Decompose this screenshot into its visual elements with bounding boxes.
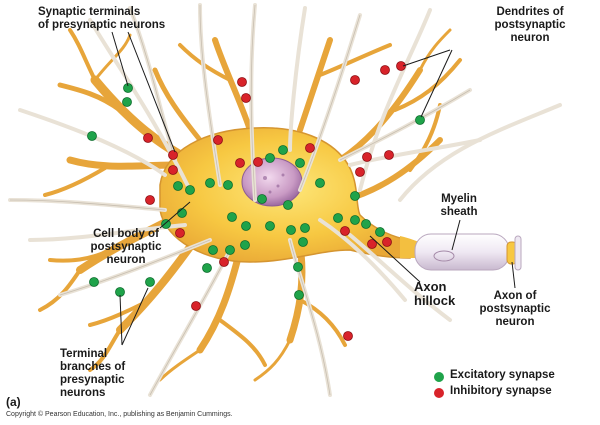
label-terminal-branches: Terminal branches of presynaptic neurons bbox=[60, 348, 125, 400]
label-line: postsynaptic bbox=[479, 303, 551, 315]
label-line: neurons bbox=[60, 387, 106, 399]
legend-excitatory-label: Excitatory synapse bbox=[450, 369, 555, 381]
inhibitory-synapses bbox=[143, 61, 406, 341]
label-line: of presynaptic neurons bbox=[38, 19, 166, 31]
panel-label: (a) bbox=[6, 395, 21, 409]
leader-lines bbox=[111, 31, 516, 346]
label-line: Myelin bbox=[441, 193, 477, 205]
label-axon-hillock: Axon hillock bbox=[414, 280, 455, 308]
label-axon: Axon of postsynaptic neuron bbox=[470, 290, 560, 329]
copyright-notice: Copyright © Pearson Education, Inc., pub… bbox=[6, 411, 233, 418]
label-synaptic-terminals: Synaptic terminals of presynaptic neuron… bbox=[38, 6, 165, 32]
myelin-sheath bbox=[414, 233, 510, 271]
label-line: sheath bbox=[440, 206, 478, 218]
label-line: neuron bbox=[495, 316, 535, 328]
label-line: postsynaptic bbox=[90, 241, 162, 253]
label-line: neuron bbox=[106, 254, 146, 266]
label-dendrites: Dendrites of postsynaptic neuron bbox=[480, 6, 580, 45]
nucleus bbox=[241, 157, 303, 207]
label-line: Synaptic terminals bbox=[38, 6, 141, 18]
label-line: hillock bbox=[414, 293, 456, 308]
dendrites bbox=[38, 28, 462, 382]
label-line: postsynaptic bbox=[494, 19, 566, 31]
label-line: Dendrites of bbox=[496, 6, 564, 18]
legend-excitatory-dot bbox=[434, 372, 444, 382]
excitatory-synapses bbox=[87, 83, 425, 300]
label-cell-body: Cell body of postsynaptic neuron bbox=[76, 228, 176, 267]
label-line: branches of bbox=[60, 361, 126, 373]
label-line: neuron bbox=[510, 32, 550, 44]
legend-inhibitory-label: Inhibitory synapse bbox=[450, 385, 552, 397]
label-line: presynaptic bbox=[60, 374, 125, 386]
legend-inhibitory-dot bbox=[434, 388, 444, 398]
label-line: Axon bbox=[414, 279, 447, 294]
label-line: Axon of bbox=[493, 290, 537, 302]
label-line: Cell body of bbox=[93, 228, 159, 240]
label-myelin-sheath: Myelin sheath bbox=[424, 193, 494, 219]
label-line: Terminal bbox=[60, 348, 108, 360]
